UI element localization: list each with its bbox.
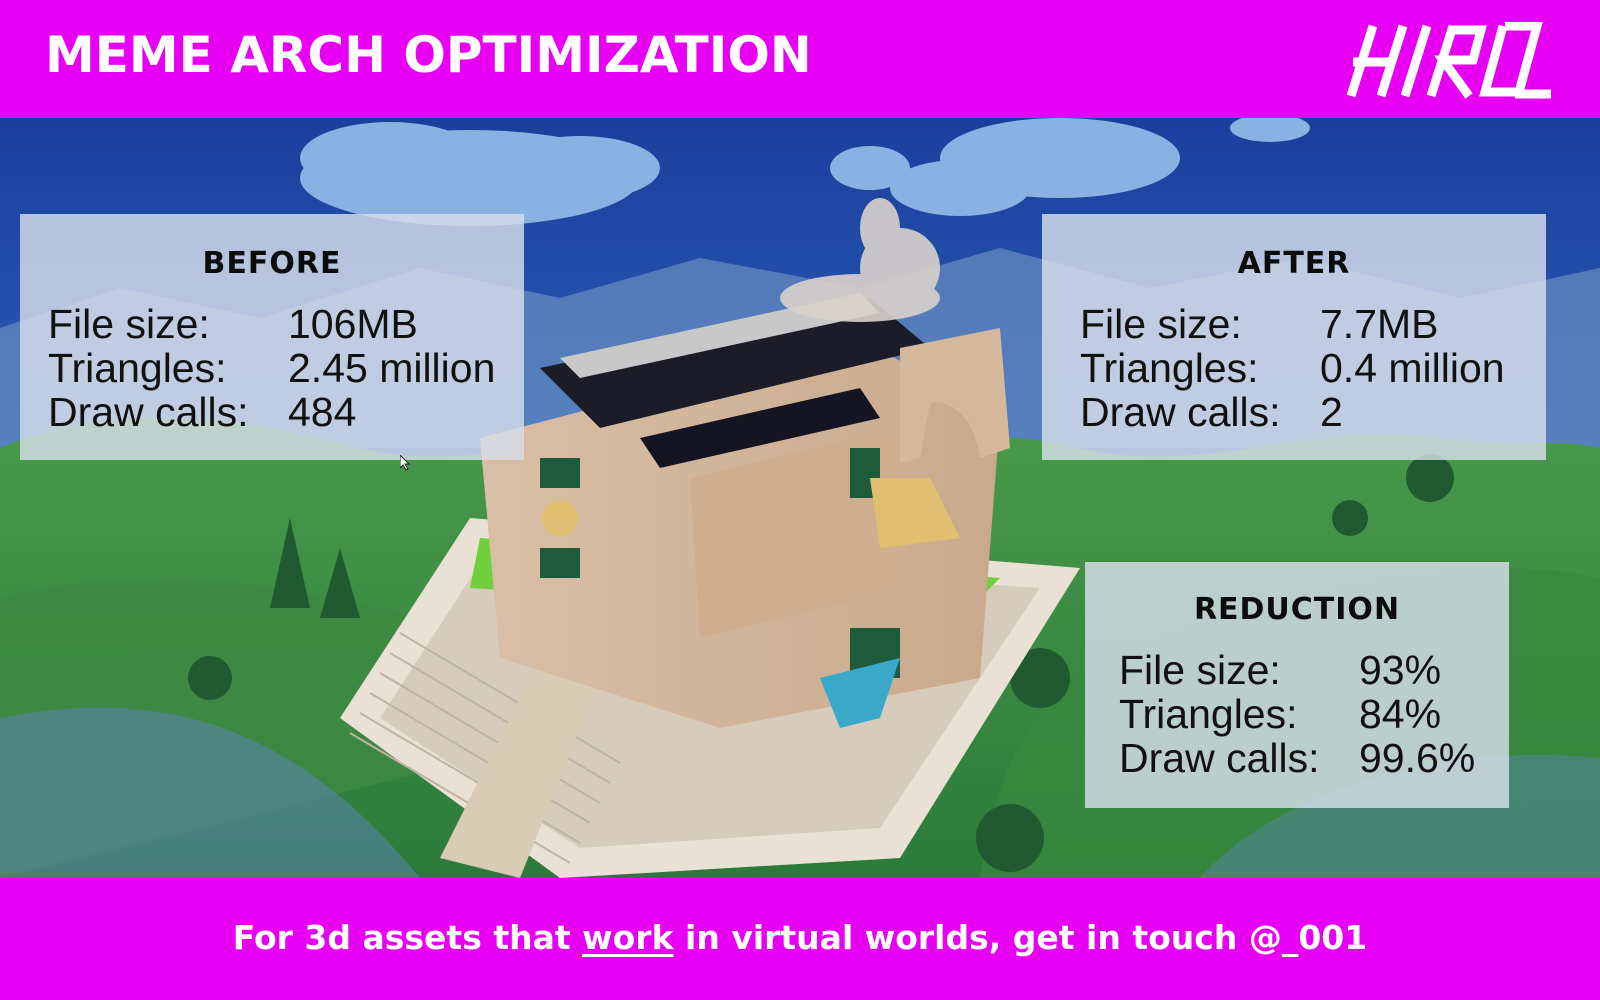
- after-panel: AFTER File size: 7.7MB Triangles: 0.4 mi…: [1042, 214, 1546, 460]
- mouse-cursor-icon: [400, 455, 411, 471]
- reduction-triangles-value: 84%: [1359, 691, 1442, 737]
- footer-work-link[interactable]: work: [582, 918, 674, 957]
- before-file-size-label: File size:: [48, 301, 210, 347]
- after-draw-calls-label: Draw calls:: [1080, 389, 1281, 435]
- after-file-size-value: 7.7MB: [1320, 301, 1439, 347]
- after-triangles-value: 0.4 million: [1320, 345, 1505, 391]
- before-file-size-value: 106MB: [288, 301, 418, 347]
- footer-text-before: For 3d assets that: [232, 918, 583, 957]
- scene-image: BEFORE File size: 106MB Triangles: 2.45 …: [0, 118, 1600, 878]
- after-heading: AFTER: [1237, 246, 1351, 281]
- before-heading: BEFORE: [202, 246, 342, 281]
- reduction-panel: REDUCTION File size: 93% Triangles: 84% …: [1085, 562, 1509, 808]
- before-panel: BEFORE File size: 106MB Triangles: 2.45 …: [20, 214, 524, 460]
- page-title: MEME ARCH OPTIMIZATION: [45, 26, 812, 84]
- footer-bar: For 3d assets that work in virtual world…: [0, 878, 1600, 1000]
- reduction-triangles-label: Triangles:: [1119, 691, 1298, 737]
- footer-text-after: in virtual worlds, get in touch @_001: [673, 918, 1368, 957]
- reduction-draw-calls-value: 99.6%: [1359, 735, 1476, 781]
- before-triangles-label: Triangles:: [48, 345, 227, 391]
- after-draw-calls-value: 2: [1320, 389, 1343, 435]
- after-file-size-label: File size:: [1080, 301, 1242, 347]
- before-triangles-value: 2.45 million: [288, 345, 496, 391]
- footer-cta: For 3d assets that work in virtual world…: [0, 918, 1600, 957]
- reduction-file-size-value: 93%: [1359, 647, 1442, 693]
- hiro-logo-icon: [1346, 22, 1551, 99]
- after-triangles-label: Triangles:: [1080, 345, 1259, 391]
- header-bar: MEME ARCH OPTIMIZATION: [0, 0, 1600, 118]
- before-draw-calls-label: Draw calls:: [48, 389, 249, 435]
- before-draw-calls-value: 484: [288, 389, 357, 435]
- reduction-file-size-label: File size:: [1119, 647, 1281, 693]
- reduction-heading: REDUCTION: [1193, 592, 1401, 627]
- reduction-draw-calls-label: Draw calls:: [1119, 735, 1320, 781]
